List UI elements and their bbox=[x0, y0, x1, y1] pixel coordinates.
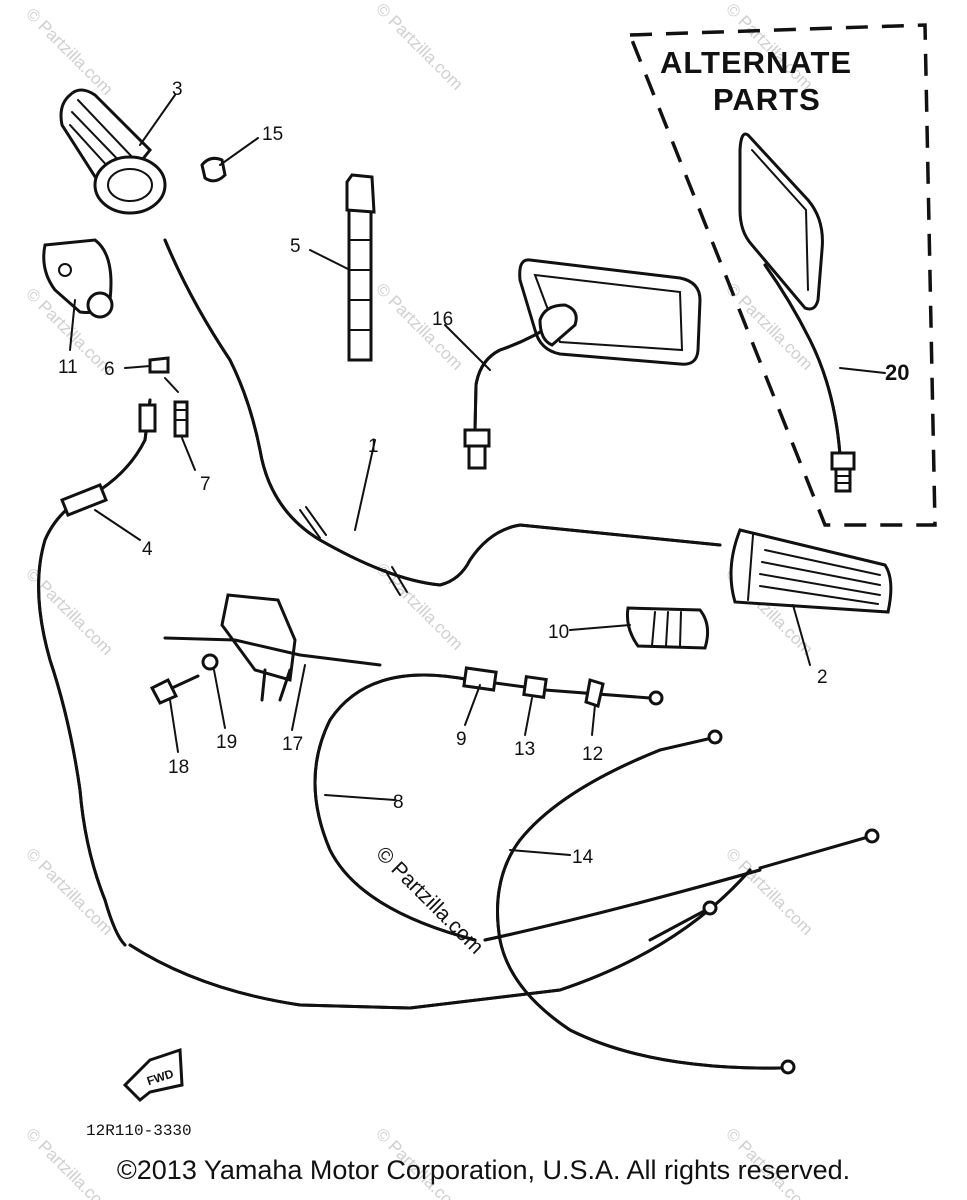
callout-5: 5 bbox=[290, 236, 301, 257]
part-20-alternate-mirror bbox=[738, 132, 856, 493]
part-14-throttle-cables bbox=[483, 729, 880, 1075]
part-4-clutch-cable bbox=[37, 398, 752, 1010]
alternate-title-line1: ALTERNATE bbox=[660, 45, 852, 80]
callout-20: 20 bbox=[885, 360, 909, 385]
callout-13: 13 bbox=[514, 739, 535, 760]
part-15-cap bbox=[200, 156, 227, 183]
part-8-throttle-cable bbox=[313, 666, 664, 942]
part-10-switch bbox=[626, 606, 710, 650]
callouts: 1 2 3 4 5 6 7 8 9 10 11 12 13 14 15 16 1… bbox=[58, 79, 909, 868]
watermark: © Partzilla.com bbox=[372, 0, 466, 94]
callout-14: 14 bbox=[572, 847, 594, 868]
callout-10: 10 bbox=[548, 622, 569, 643]
callout-6: 6 bbox=[104, 359, 115, 380]
callout-12: 12 bbox=[582, 744, 603, 765]
fwd-badge: FWD bbox=[122, 1047, 184, 1103]
callout-16: 16 bbox=[432, 309, 453, 330]
callout-8: 8 bbox=[393, 792, 404, 813]
watermark: © Partzilla.com bbox=[722, 844, 816, 938]
part-6-7-fasteners bbox=[148, 356, 189, 438]
callout-7: 7 bbox=[200, 474, 211, 495]
callout-11: 11 bbox=[58, 357, 78, 378]
part-16-mirror bbox=[463, 258, 702, 470]
diagram-code: 12R110-3330 bbox=[86, 1122, 192, 1140]
center-watermark: © Partzilla.com bbox=[371, 842, 487, 958]
part-5-strap bbox=[345, 173, 376, 362]
callout-4: 4 bbox=[142, 539, 153, 560]
callout-15: 15 bbox=[262, 124, 283, 145]
part-2-right-grip bbox=[729, 528, 893, 614]
callout-18: 18 bbox=[168, 757, 189, 778]
callout-leaders bbox=[69, 94, 886, 856]
part-18-bolt bbox=[149, 674, 200, 705]
part-3-left-grip bbox=[59, 88, 167, 215]
watermark: © Partzilla.com bbox=[22, 564, 116, 658]
callout-3: 3 bbox=[172, 79, 183, 100]
part-11-lever-holder bbox=[42, 238, 114, 319]
part-1-handlebar bbox=[163, 238, 722, 596]
callout-9: 9 bbox=[456, 729, 467, 750]
callout-2: 2 bbox=[817, 667, 828, 688]
alternate-parts-box: ALTERNATE PARTS bbox=[627, 23, 937, 527]
part-17-bracket bbox=[163, 593, 382, 702]
part-19-washer bbox=[201, 653, 219, 671]
alternate-title-line2: PARTS bbox=[713, 82, 821, 117]
callout-17: 17 bbox=[282, 734, 303, 755]
watermark: © Partzilla.com bbox=[22, 4, 116, 98]
callout-19: 19 bbox=[216, 732, 237, 753]
callout-1: 1 bbox=[368, 436, 379, 457]
copyright-notice: ©2013 Yamaha Motor Corporation, U.S.A. A… bbox=[116, 1155, 851, 1185]
